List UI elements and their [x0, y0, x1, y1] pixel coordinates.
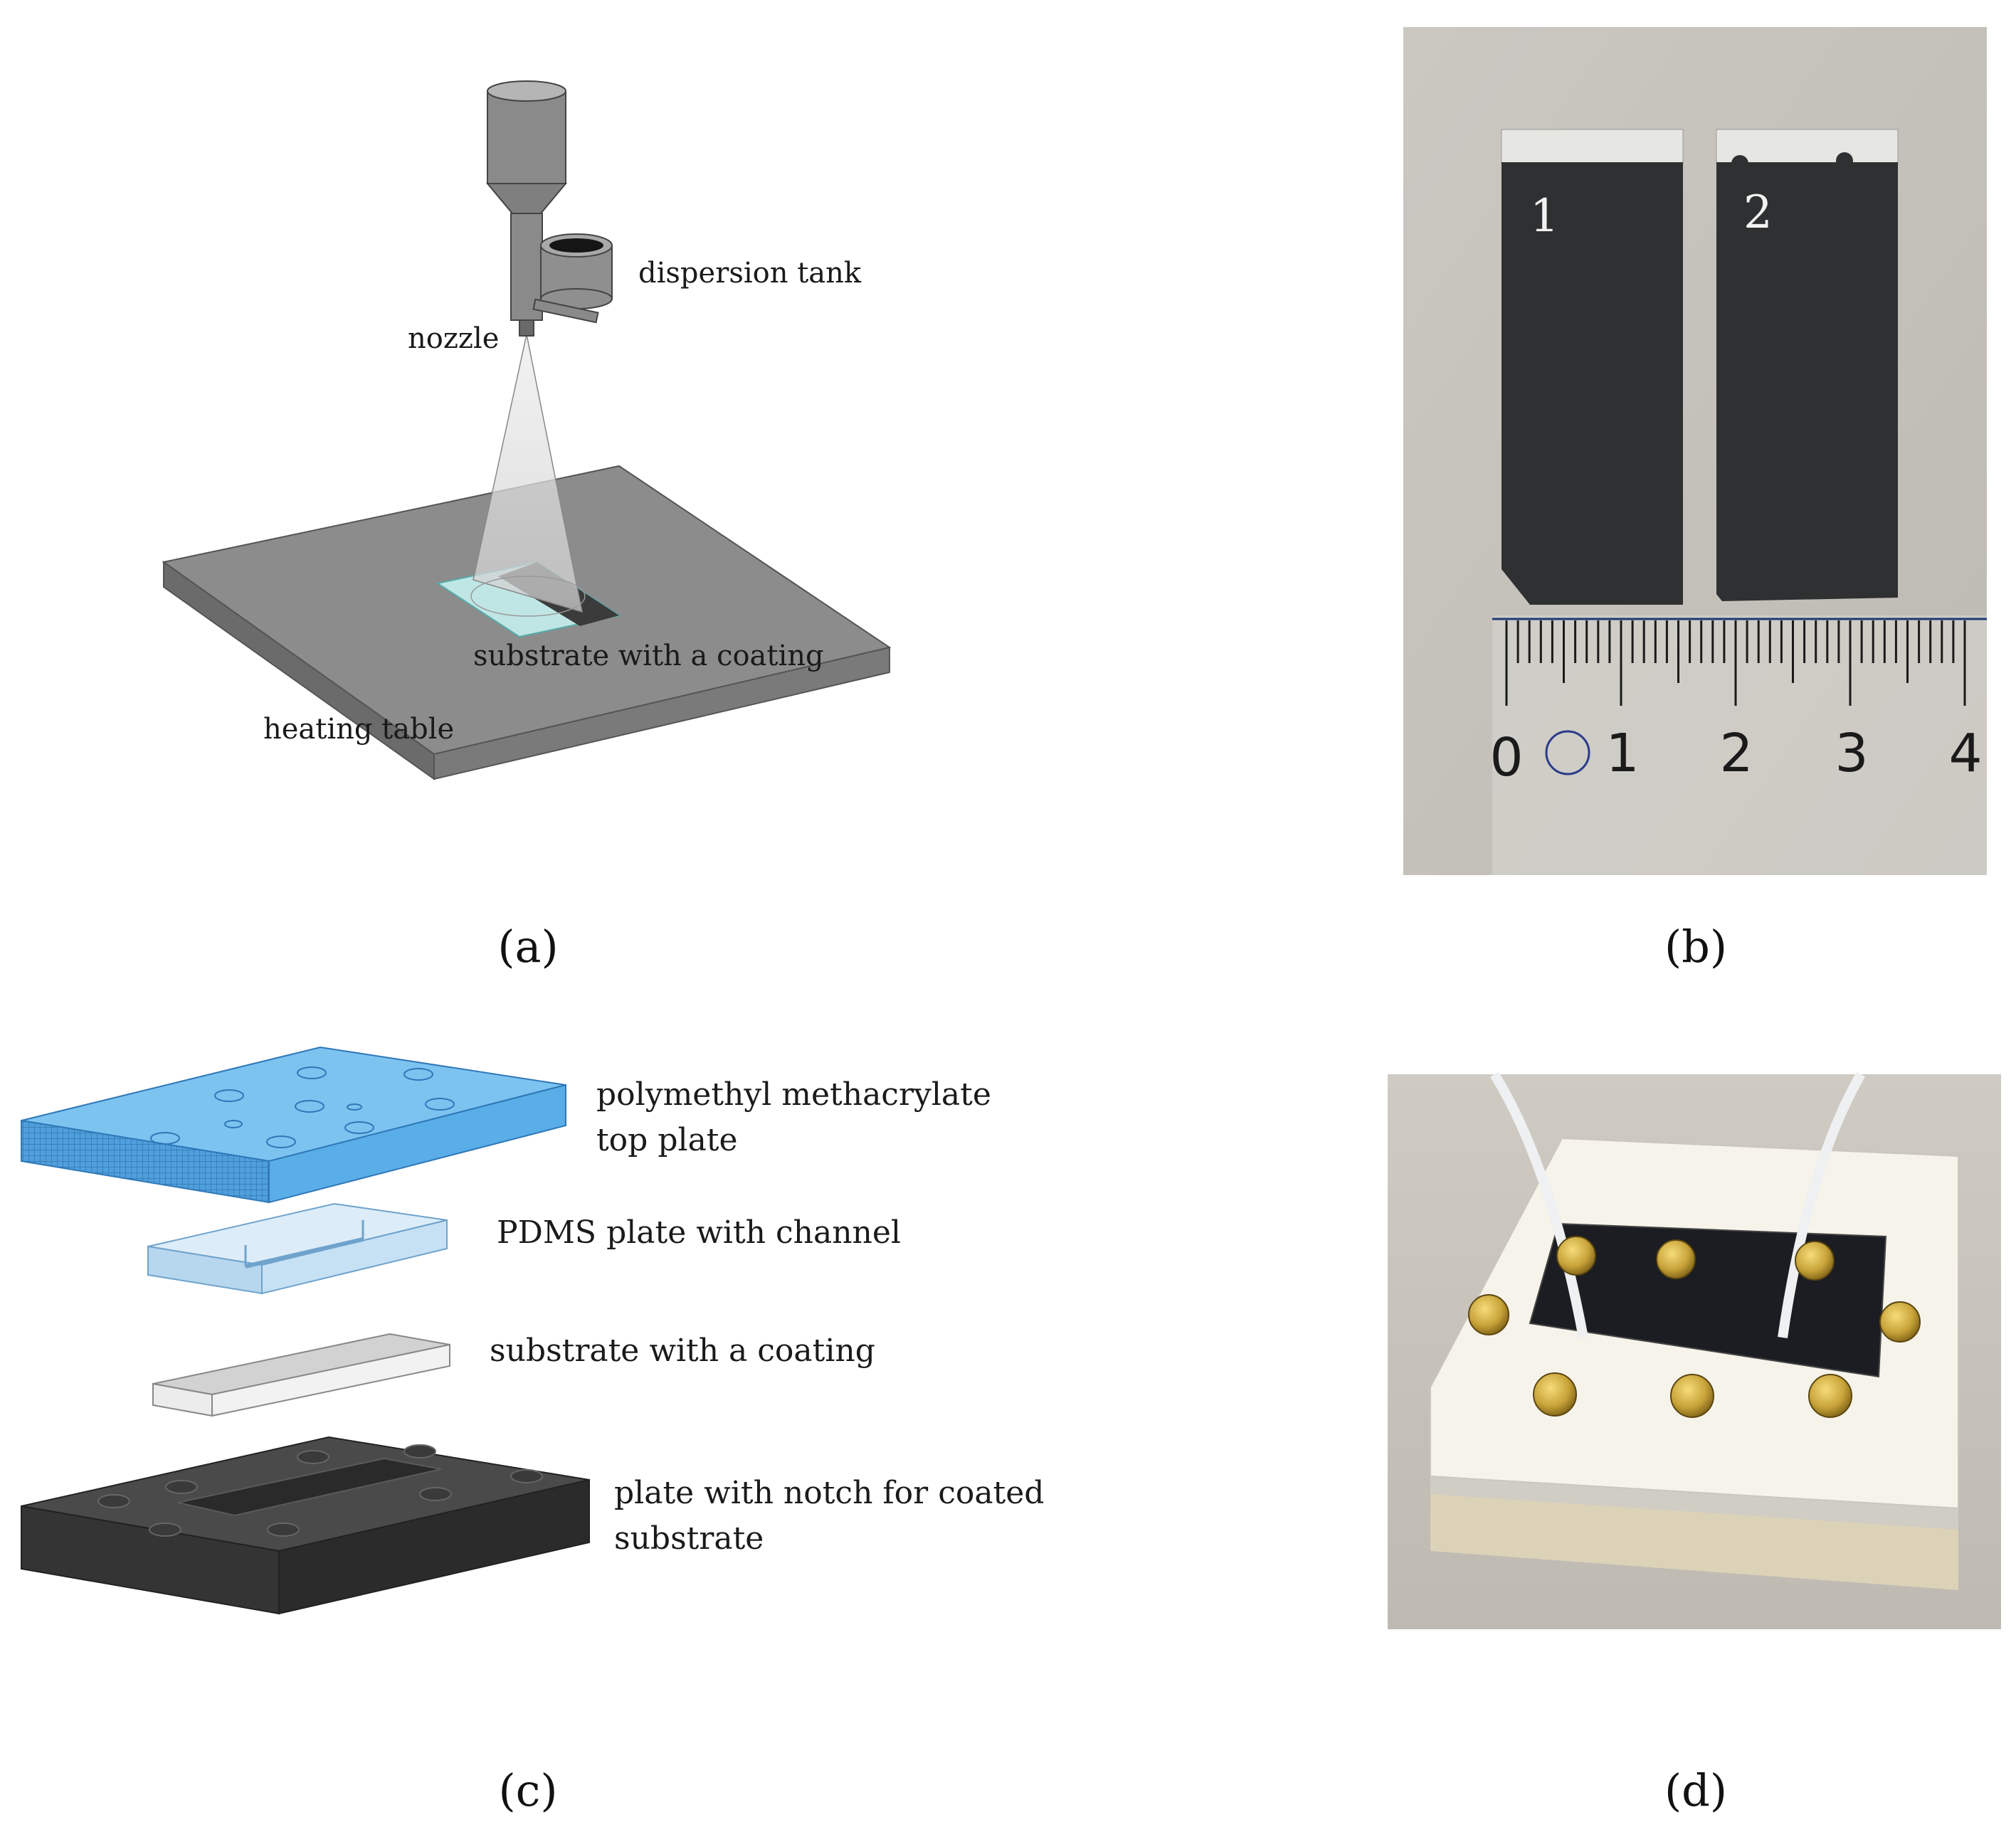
label-pmma-line1: polymethyl methacrylate: [596, 1076, 991, 1113]
coated-strip-2: 2: [1716, 129, 1899, 601]
pdms-plate: [147, 1202, 448, 1295]
nozzle: [485, 80, 568, 337]
label-heating-table: heating table: [263, 713, 454, 746]
tube-right: [1778, 1071, 1866, 1339]
ruler-ticks: [1505, 620, 1966, 706]
notch-plate: [21, 1436, 590, 1615]
panel-letter-a: (a): [497, 921, 558, 973]
panel-letter-d: (d): [1664, 1764, 1727, 1816]
ruler-circle: [1545, 730, 1590, 775]
ruler-number-0: 0: [1489, 727, 1523, 788]
ruler-number-4: 4: [1948, 723, 1982, 784]
panel-letter-c: (c): [498, 1764, 557, 1816]
strip-label-2: 2: [1743, 186, 1773, 239]
panel-d-photo-cell: (d): [1388, 1071, 2001, 1816]
label-nozzle: nozzle: [408, 322, 499, 355]
label-notch-line2: substrate: [614, 1520, 764, 1557]
spray-cone: [473, 334, 583, 613]
panel-c-exploded-cell: polymethyl methacrylate top plate PDMS p…: [21, 1046, 1044, 1816]
panel-a-spray-setup: dispersion tank nozzle substrate with a …: [162, 80, 892, 973]
pmma-top-plate: [21, 1046, 566, 1204]
ruler-number-3: 3: [1835, 723, 1868, 784]
ruler: 0 1 2 3 4: [1489, 615, 1987, 875]
label-substrate-c: substrate with a coating: [490, 1333, 875, 1369]
panel-b-photo-strips: 1 2 0 1 2 3 4 (b): [1403, 27, 1987, 973]
label-notch-line1: plate with notch for coated: [614, 1475, 1044, 1511]
tube-left: [1490, 1071, 1588, 1339]
label-dispersion-tank: dispersion tank: [638, 257, 862, 290]
ruler-number-2: 2: [1719, 723, 1753, 784]
substrate-c: [152, 1333, 450, 1417]
ruler-number-1: 1: [1605, 723, 1639, 784]
panel-letter-b: (b): [1664, 921, 1727, 973]
screws: [1468, 1236, 1921, 1418]
label-pdms: PDMS plate with channel: [497, 1214, 901, 1251]
coated-strip-1: 1: [1501, 129, 1684, 605]
strip-label-1: 1: [1530, 190, 1559, 243]
label-pmma-line2: top plate: [596, 1122, 738, 1158]
dispersion-tank: [532, 233, 613, 324]
label-substrate-a: substrate with a coating: [473, 640, 824, 672]
